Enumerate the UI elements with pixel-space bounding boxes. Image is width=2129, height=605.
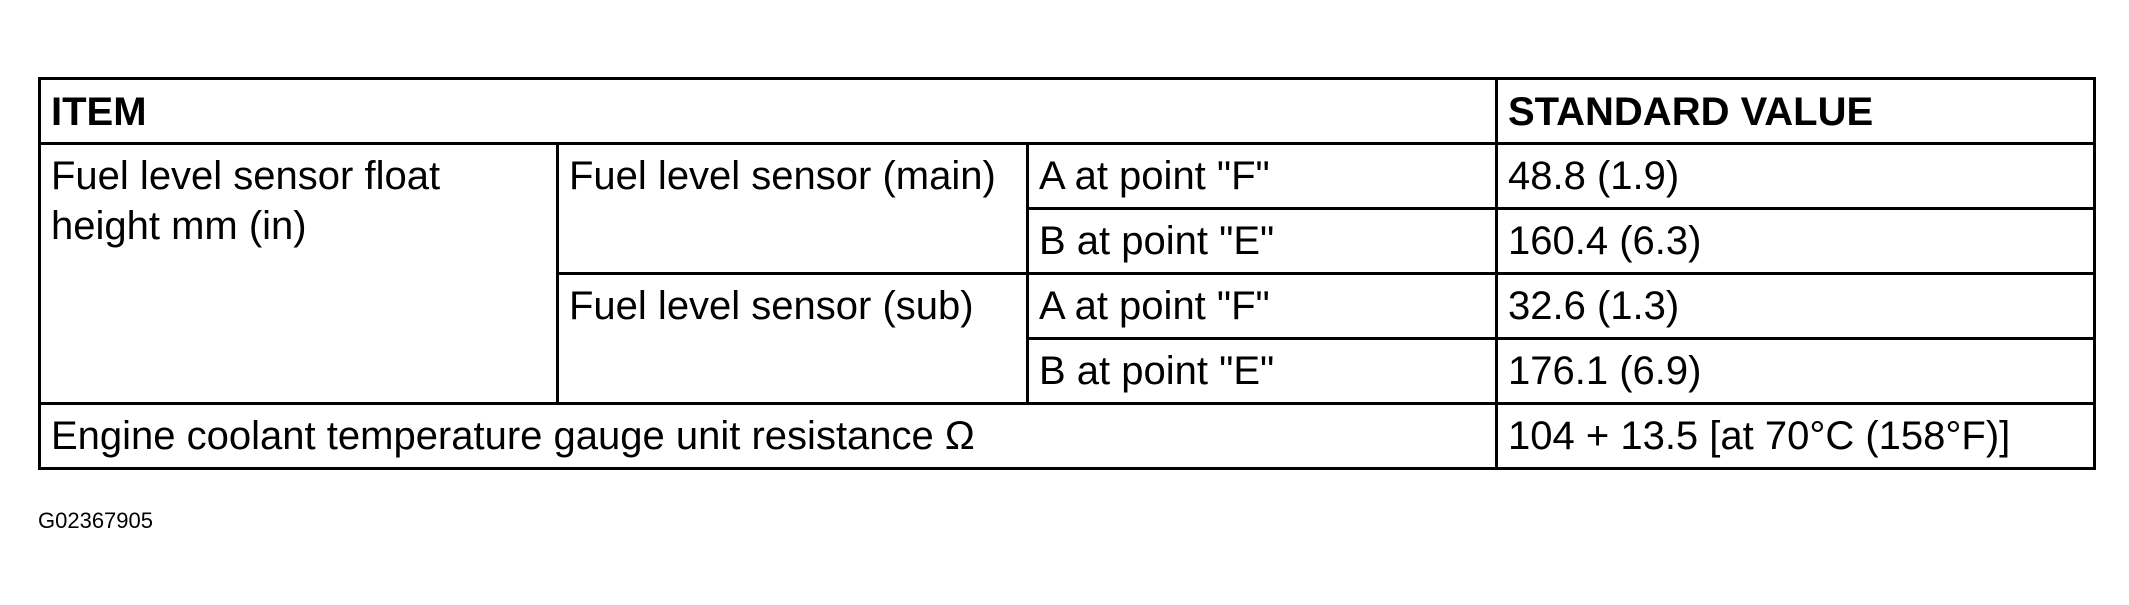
coolant-value: 104 + 13.5 [at 70°C (158°F)] [1495, 402, 2096, 470]
main-point-b: B at point "E" [1026, 207, 1498, 275]
main-point-a: A at point "F" [1026, 142, 1498, 210]
table-header-row: ITEM STANDARD VALUE [38, 77, 2096, 145]
sub-point-b: B at point "E" [1026, 337, 1498, 405]
sub-point-a: A at point "F" [1026, 272, 1498, 340]
main-value-b: 160.4 (6.3) [1495, 207, 2096, 275]
specification-table: ITEM STANDARD VALUE Fuel level sensor fl… [38, 77, 2096, 470]
header-item: ITEM [38, 77, 1498, 145]
sensor-sub-label: Fuel level sensor (sub) [556, 272, 1029, 405]
coolant-label: Engine coolant temperature gauge unit re… [38, 402, 1498, 470]
table-row: Fuel level sensor float height mm (in) F… [38, 142, 2096, 405]
sub-value-a: 32.6 (1.3) [1495, 272, 2096, 340]
table-row: Fuel level sensor (sub) A at point "F" 3… [40, 272, 2096, 405]
main-value-a: 48.8 (1.9) [1495, 142, 2096, 210]
table-row: B at point "E" 160.4 (6.3) [40, 207, 2096, 275]
float-height-label: Fuel level sensor float height mm (in) [38, 142, 559, 405]
table-row: B at point "E" 176.1 (6.9) [40, 337, 2096, 405]
sub-value-b: 176.1 (6.9) [1495, 337, 2096, 405]
sensor-main-label: Fuel level sensor (main) [556, 142, 1029, 275]
table-row: Engine coolant temperature gauge unit re… [38, 402, 2096, 470]
figure-code: G02367905 [38, 508, 153, 533]
header-standard-value: STANDARD VALUE [1495, 77, 2096, 145]
